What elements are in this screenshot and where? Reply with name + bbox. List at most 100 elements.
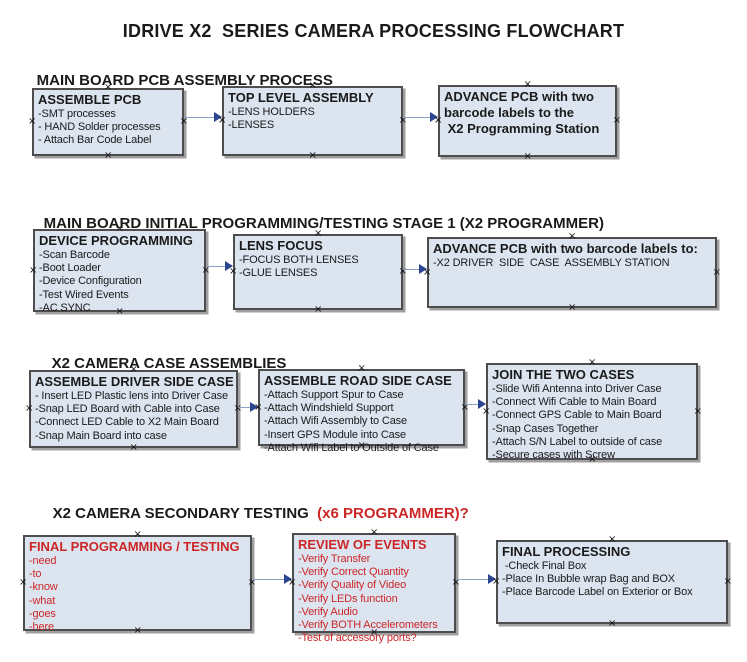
- flow-box-review-of-events: REVIEW OF EVENTS -Verify Transfer-Verify…: [288, 528, 460, 645]
- connection-handle-icon: ×: [608, 534, 617, 545]
- box-title: JOIN THE TWO CASES: [492, 367, 635, 382]
- box-title: FINAL PROCESSING: [502, 544, 631, 559]
- connection-handle-icon: ×: [28, 116, 37, 127]
- box-line: -Slide Wifi Antenna into Driver Case: [492, 383, 662, 395]
- connection-handle-icon: ×: [568, 302, 577, 313]
- box-line: -Verify LEDs function: [298, 592, 398, 605]
- connection-handle-icon: ×: [314, 304, 323, 315]
- box-line: -Verify BOTH Accelerometers: [298, 619, 438, 632]
- box-lines: -SMT processes- HAND Solder processes- A…: [38, 108, 180, 148]
- flow-box-join-the-two-cases: JOIN THE TWO CASES -Slide Wifi Antenna i…: [482, 358, 702, 465]
- section-heading-secondary-testing: X2 CAMERA SECONDARY TESTING (x6 PROGRAMM…: [36, 488, 469, 539]
- box-line: -what: [29, 594, 56, 607]
- connection-handle-icon: ×: [523, 151, 532, 162]
- box-lines: -Slide Wifi Antenna into Driver Case -Con…: [492, 383, 694, 462]
- box-line: -to: [29, 568, 42, 581]
- box-line: -SMT processes: [38, 108, 116, 120]
- connection-handle-icon: ×: [25, 403, 34, 414]
- flow-box-assemble-road-side-case: ASSEMBLE ROAD SIDE CASE -Attach Support …: [254, 364, 469, 454]
- box-line: barcode labels to the: [444, 105, 575, 120]
- arrow-line: [206, 265, 228, 267]
- box-line: -Verify Quality of Video: [298, 579, 407, 592]
- box-line: -Snap LED Board with Cable into Case: [35, 403, 220, 416]
- arrow-head-icon: [488, 574, 496, 584]
- connection-handle-icon: ×: [588, 357, 597, 368]
- box-line: -Verify Transfer: [298, 553, 371, 565]
- arrow-line: [403, 268, 422, 270]
- connection-handle-icon: ×: [104, 150, 113, 161]
- connection-handle-icon: ×: [693, 405, 702, 417]
- connection-handle-icon: ×: [723, 576, 732, 587]
- flow-box-assemble-pcb: ASSEMBLE PCB -SMT processes- HAND Solder…: [28, 83, 188, 161]
- box-title: ASSEMBLE DRIVER SIDE CASE: [35, 374, 234, 389]
- box-lines: -Attach Support Spur to Case-Attach Wind…: [264, 389, 461, 455]
- box-line: -Attach Windshield Support: [264, 402, 394, 415]
- box-line: -X2 DRIVER SIDE CASE ASSEMBLY STATION: [433, 257, 670, 269]
- box-line: -know: [29, 581, 58, 594]
- box-line: -Connect GPS Cable to Main Board: [492, 409, 662, 422]
- flow-arrow-8: [456, 574, 496, 585]
- arrow-head-icon: [214, 112, 222, 122]
- box-title: LENS FOCUS: [239, 238, 323, 253]
- box-line: -Place Barcode Label on Exterior or Box: [502, 586, 693, 599]
- box-title: DEVICE PROGRAMMING: [39, 233, 193, 248]
- arrow-head-icon: [478, 399, 486, 409]
- box-line: -Scan Barcode: [39, 249, 110, 261]
- box-line: -GLUE LENSES: [239, 267, 318, 280]
- box-line: -Secure cases with Screw: [492, 449, 615, 462]
- box-title: ADVANCE PCB with two barcode labels to:: [433, 241, 698, 256]
- arrow-head-icon: [419, 264, 427, 274]
- box-lines: -LENS HOLDERS-LENSES: [228, 106, 399, 132]
- box-line: - Insert LED Plastic lens into Driver Ca…: [35, 390, 228, 402]
- arrow-line: [456, 578, 491, 580]
- section-heading-case-assemblies: X2 CAMERA CASE ASSEMBLIES: [35, 338, 287, 389]
- arrow-head-icon: [284, 574, 292, 584]
- arrow-line: [184, 116, 217, 118]
- flow-box-advance-pcb-driver-side-station: ADVANCE PCB with two barcode labels to: …: [423, 232, 721, 313]
- box-line: -Connect LED Cable to X2 Main Board: [35, 416, 219, 429]
- box-line: -Device Configuration: [39, 275, 142, 288]
- box-line: -Snap Main Board into case: [35, 429, 167, 442]
- flow-box-assemble-driver-side-case: ASSEMBLE DRIVER SIDE CASE - Insert LED P…: [25, 365, 242, 453]
- box-lines: -FOCUS BOTH LENSES-GLUE LENSES: [239, 254, 399, 280]
- page-title: IDRIVE X2 SERIES CAMERA PROCESSING FLOWC…: [122, 21, 625, 41]
- box-lines: - Insert LED Plastic lens into Driver Ca…: [35, 390, 234, 443]
- connection-handle-icon: ×: [308, 150, 317, 161]
- box-line: X2 Programming Station: [444, 121, 600, 136]
- section-heading-text: X2 CAMERA CASE ASSEMBLIES: [51, 355, 287, 372]
- box-lines: -Verify Transfer-Verify Correct Quantity…: [298, 553, 452, 645]
- arrow-head-icon: [430, 112, 438, 122]
- box-line: - Attach Bar Code Label: [38, 134, 152, 147]
- flow-arrow-6: [465, 399, 486, 410]
- box-line: -need: [29, 555, 57, 567]
- connection-handle-icon: ×: [608, 618, 617, 629]
- flow-arrow-1: [184, 112, 222, 123]
- section-heading-pcb-assembly: MAIN BOARD PCB ASSEMBLY PROCESS: [20, 55, 333, 106]
- box-line: -LENSES: [228, 119, 275, 132]
- box-line: -goes: [29, 607, 56, 620]
- connection-handle-icon: ×: [357, 363, 366, 374]
- flow-box-final-processing: FINAL PROCESSING -Check Final Box-Place …: [492, 535, 732, 629]
- box-line: -Attach Wifi Label to Outside of Case: [264, 441, 439, 454]
- flow-arrow-4: [403, 264, 427, 275]
- arrow-head-icon: [225, 261, 233, 271]
- box-lines: -Check Final Box-Place In Bubble wrap Ba…: [502, 560, 724, 600]
- box-line: -Snap Cases Together: [492, 422, 599, 435]
- flow-box-final-programming-testing: FINAL PROGRAMMING / TESTING -need-to-kno…: [19, 530, 256, 636]
- box-lines: -need-to-know-what-goes-here: [29, 555, 248, 634]
- section-heading-text: MAIN BOARD INITIAL PROGRAMMING/TESTING S…: [43, 215, 604, 232]
- flow-arrow-2: [403, 112, 438, 123]
- section-heading-initial-programming: MAIN BOARD INITIAL PROGRAMMING/TESTING S…: [27, 198, 604, 249]
- section-heading-text: MAIN BOARD PCB ASSEMBLY PROCESS: [36, 72, 333, 89]
- box-line: -Test of accessory ports?: [298, 632, 417, 645]
- box-line: -Attach S/N Label to outside of case: [492, 435, 663, 448]
- section-heading-red-suffix: (x6 PROGRAMMER)?: [312, 505, 469, 522]
- flow-arrow-7: [252, 574, 292, 585]
- arrow-line: [403, 116, 433, 118]
- box-line: -Verify Audio: [298, 605, 358, 618]
- box-title: FINAL PROGRAMMING / TESTING: [29, 539, 240, 554]
- box-line: -here: [29, 621, 54, 634]
